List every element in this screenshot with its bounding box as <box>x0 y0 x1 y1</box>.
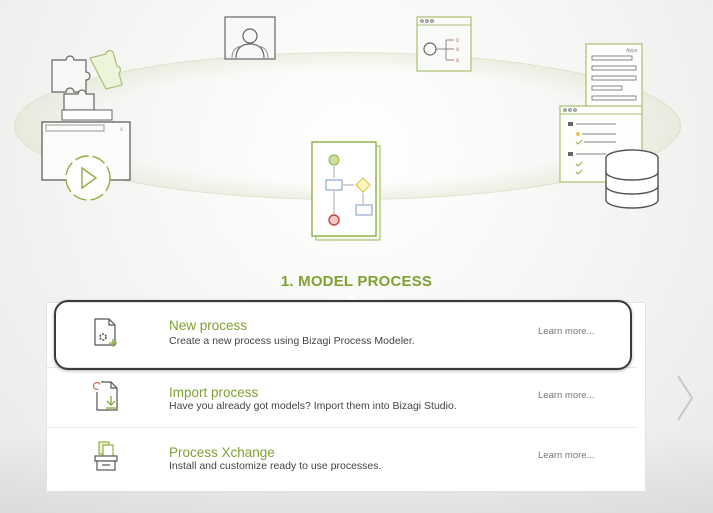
model-process-stage-icon[interactable] <box>310 140 382 242</box>
row-divider <box>47 367 637 368</box>
option-new-process[interactable]: New process Create a new process using B… <box>47 303 645 362</box>
new-process-icon <box>94 318 117 347</box>
import-process-icon <box>92 381 118 411</box>
option-title: New process <box>169 318 248 333</box>
row-divider <box>47 427 637 428</box>
svg-text:x: x <box>456 47 459 53</box>
svg-text:x: x <box>120 127 123 133</box>
svg-text:x: x <box>456 58 459 64</box>
organization-stage-icon[interactable]: x x x <box>416 16 472 72</box>
step-title: 1. MODEL PROCESS <box>280 273 433 290</box>
users-stage-icon[interactable] <box>224 16 276 64</box>
learn-more-link[interactable]: Learn more... <box>538 450 595 461</box>
option-import-process[interactable]: Import process Have you already got mode… <box>47 368 645 427</box>
chevron-right-icon[interactable] <box>672 372 698 424</box>
execution-stage-icon[interactable]: x <box>40 50 132 202</box>
option-title: Process Xchange <box>169 445 275 460</box>
option-description: Install and customize ready to use proce… <box>169 460 382 472</box>
lifecycle-illustration: x x x Apps <box>14 16 681 242</box>
panel-pointer <box>343 294 359 302</box>
svg-text:x: x <box>456 38 459 44</box>
process-xchange-icon <box>94 441 118 471</box>
learn-more-link[interactable]: Learn more... <box>538 326 595 337</box>
option-description: Create a new process using Bizagi Proces… <box>169 335 415 347</box>
learn-more-link[interactable]: Learn more... <box>538 390 595 401</box>
option-description: Have you already got models? Import them… <box>169 400 457 412</box>
option-process-xchange[interactable]: Process Xchange Install and customize re… <box>47 428 645 487</box>
option-title: Import process <box>169 385 259 400</box>
options-panel: New process Create a new process using B… <box>46 302 646 492</box>
form-label: Apps <box>626 48 638 54</box>
data-stage-icon[interactable]: Apps <box>556 42 662 212</box>
